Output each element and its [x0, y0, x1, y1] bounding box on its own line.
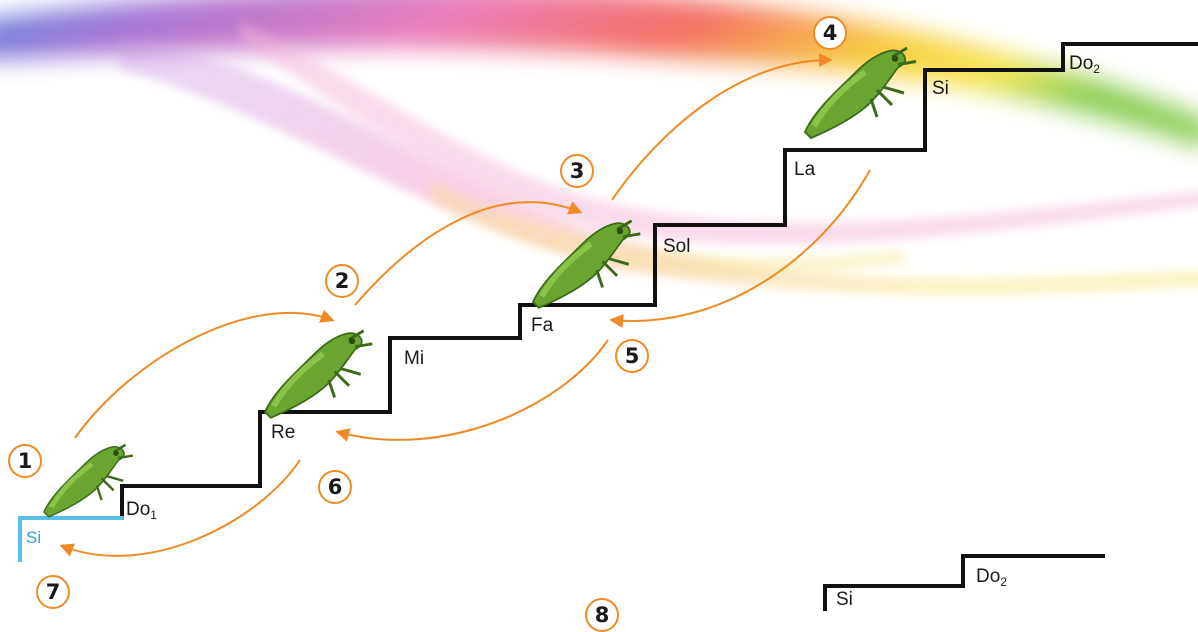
note-label-si-low: Si [26, 528, 42, 547]
rainbow-background [0, 0, 1198, 295]
note-label-do2: Do2 [1069, 54, 1100, 75]
arrow-jump-5 [609, 169, 871, 328]
note-label-si-high: Si [932, 78, 949, 99]
arrow-jump-3 [611, 53, 833, 201]
note-do2-bottom-subscript: 2 [1000, 575, 1007, 589]
note-label-do2-bottom: Do2 [976, 567, 1007, 588]
note-label-mi: Mi [404, 348, 425, 369]
arrow-jump-1 [74, 309, 335, 439]
step-badge-3: 3 [560, 154, 594, 188]
note-label-la: La [794, 159, 816, 180]
note-do1-subscript: 1 [150, 508, 157, 522]
low-si-step [18, 516, 124, 562]
step-badge-7: 7 [36, 575, 70, 609]
step-badge-5: 5 [615, 339, 649, 373]
note-label-fa: Fa [531, 315, 554, 336]
arrow-jump-2 [354, 201, 583, 306]
step-badge-6: 6 [318, 470, 352, 504]
frog-1 [44, 445, 133, 517]
step-badge-1: 1 [8, 444, 42, 478]
step-badge-4: 4 [813, 16, 847, 50]
note-label-si-bottom: Si [836, 589, 853, 610]
note-label-re: Re [271, 422, 296, 443]
note-do1-base: Do [126, 499, 151, 520]
note-do2-base: Do [1069, 53, 1094, 74]
step-badge-8-partial: 8 [585, 598, 619, 632]
arrow-jump-7 [59, 459, 301, 557]
second-staircase-line [823, 554, 1105, 611]
step-badge-2: 2 [325, 264, 359, 298]
note-label-do1: Do1 [126, 500, 157, 521]
note-do2-subscript: 2 [1093, 62, 1100, 76]
staircase-scene [0, 0, 1198, 611]
staircase-line [120, 42, 1198, 518]
note-do2-bottom-base: Do [976, 566, 1001, 587]
arrow-jump-6 [335, 339, 609, 442]
note-label-sol: Sol [663, 236, 691, 257]
jump-arrows [59, 53, 871, 557]
frog-2 [265, 331, 372, 418]
